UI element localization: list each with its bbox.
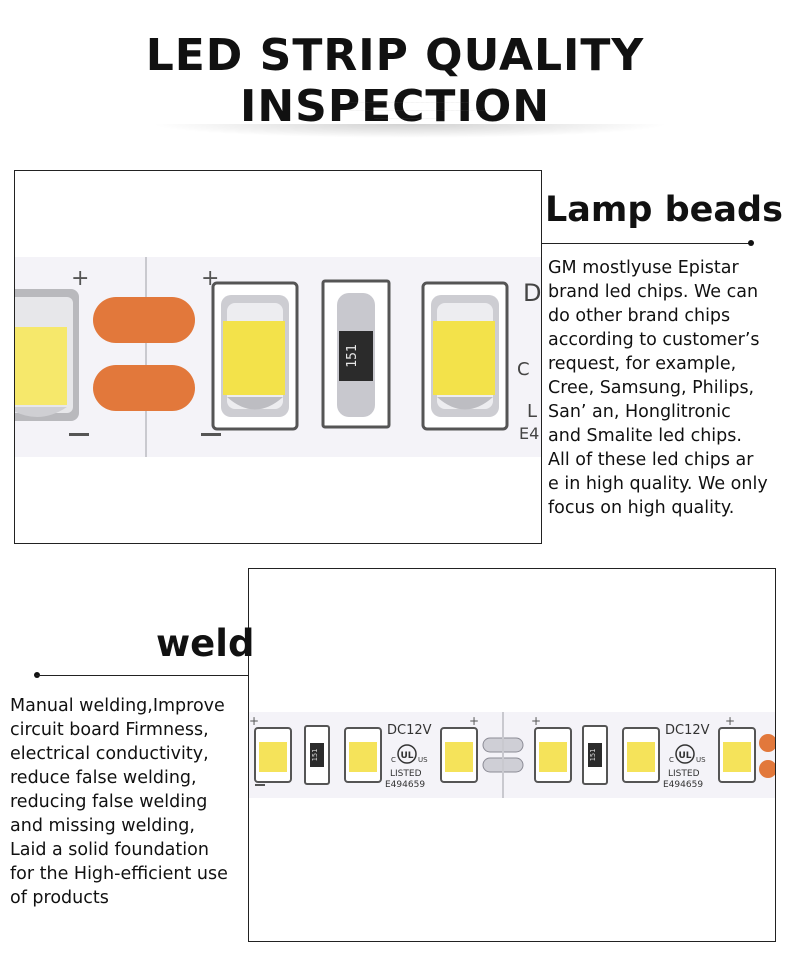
svg-text:E4: E4: [519, 424, 539, 443]
svg-text:+: +: [249, 714, 259, 728]
weld-description: Manual welding,Improve circuit board Fir…: [10, 696, 228, 908]
svg-text:DC12V: DC12V: [665, 723, 710, 738]
led-chip: [344, 727, 382, 783]
led-chip-main: [211, 281, 299, 431]
svg-text:+: +: [725, 714, 735, 728]
lamp-beads-description: GM mostlyuse Epistar brand led chips. We…: [548, 258, 768, 518]
decorative-fine-print-1: ........................................…: [349, 100, 471, 104]
weld-joint: [482, 712, 524, 798]
weld-underline: [36, 675, 248, 676]
lamp-beads-photo-frame: + + 151 D: [14, 170, 542, 544]
svg-text:C: C: [669, 756, 674, 764]
svg-text:+: +: [531, 714, 541, 728]
svg-text:151: 151: [345, 344, 360, 367]
welded-strip-image: + 151 DC12V UL C US LISTED E494659 +: [249, 712, 775, 798]
svg-text:151: 151: [589, 749, 597, 762]
svg-text:151: 151: [311, 749, 319, 762]
svg-text:+: +: [469, 714, 479, 728]
led-chip-right: [421, 281, 509, 431]
led-chip: +: [718, 714, 756, 783]
lamp-beads-heading: Lamp beads: [545, 190, 783, 230]
svg-text:E494659: E494659: [385, 780, 425, 790]
svg-text:C: C: [391, 756, 396, 764]
svg-text:DC12V: DC12V: [387, 723, 432, 738]
ul-cert-mark: UL C US LISTED E494659: [385, 744, 428, 790]
svg-text:US: US: [418, 756, 428, 764]
smd-resistor: 151: [321, 279, 391, 429]
lamp-beads-underline-dot: [748, 240, 754, 246]
page-title: LED STRIP QUALITY INSPECTION: [145, 30, 645, 132]
svg-text:UL: UL: [400, 751, 413, 761]
weld-photo-frame: + 151 DC12V UL C US LISTED E494659 +: [248, 568, 776, 942]
svg-text:LISTED: LISTED: [390, 769, 422, 779]
led-chip: +: [440, 714, 479, 783]
svg-text:US: US: [696, 756, 706, 764]
svg-text:LISTED: LISTED: [668, 769, 700, 779]
svg-text:+: +: [71, 266, 89, 291]
decorative-fine-print-2: ........................................…: [349, 108, 491, 112]
led-chip: +: [531, 714, 572, 783]
decorative-fine-print-3: ........................................…: [374, 116, 436, 120]
svg-text:UL: UL: [678, 751, 691, 761]
ul-cert-mark: UL C US LISTED E494659: [663, 744, 706, 790]
weld-heading: weld: [156, 622, 255, 665]
lamp-beads-closeup-image: + + 151 D: [15, 257, 541, 457]
svg-text:L: L: [527, 401, 537, 422]
smd-resistor: 151: [304, 725, 330, 785]
led-chip: +: [249, 714, 292, 786]
led-chip-left-partial: [15, 289, 79, 421]
svg-text:E494659: E494659: [663, 780, 703, 790]
lamp-beads-underline: [542, 243, 750, 244]
smd-resistor: 151: [582, 725, 608, 785]
title-shadow: [150, 124, 670, 138]
svg-text:C: C: [517, 359, 530, 380]
led-chip: [622, 727, 660, 783]
svg-text:D: D: [523, 279, 541, 307]
